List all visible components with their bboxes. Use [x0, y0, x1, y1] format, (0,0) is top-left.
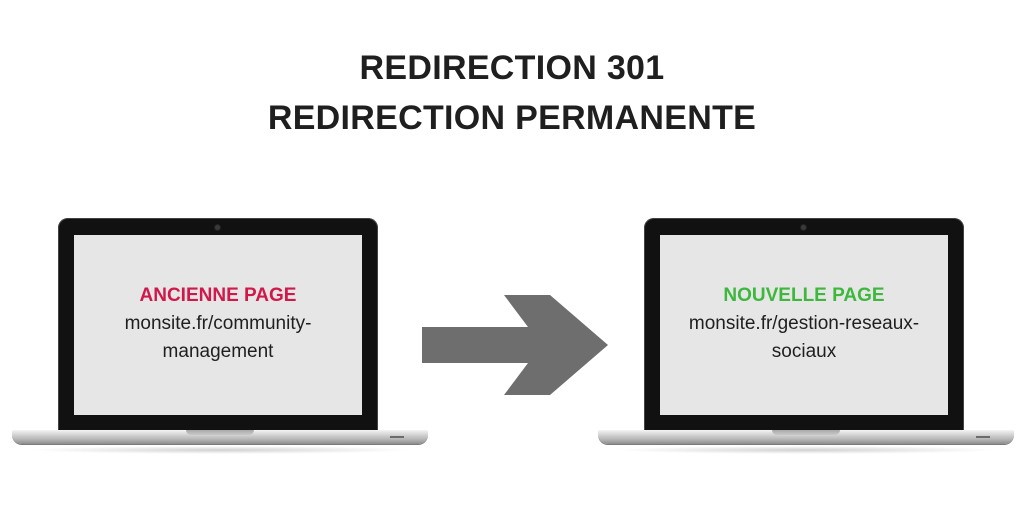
title-line-1: REDIRECTION 301 — [359, 49, 665, 87]
laptop-shadow — [614, 446, 998, 454]
old-page-url: monsite.fr/community-management — [124, 313, 312, 362]
webcam-icon — [215, 225, 220, 230]
old-page-label: ANCIENNE PAGE — [139, 285, 297, 306]
old-page-laptop: ANCIENNE PAGE monsite.fr/community-manag… — [12, 218, 428, 458]
laptop-notch — [186, 430, 254, 435]
new-page-url: monsite.fr/gestion-reseaux-sociaux — [688, 313, 920, 362]
new-page-laptop: NOUVELLE PAGE monsite.fr/gestion-reseaux… — [598, 218, 1014, 458]
laptop-indicator — [976, 436, 990, 438]
right-arrow-icon — [422, 295, 608, 395]
right-arrow-shape — [422, 295, 608, 395]
laptop-lid: ANCIENNE PAGE monsite.fr/community-manag… — [58, 218, 378, 432]
laptop-base — [598, 430, 1014, 444]
laptop-lid: NOUVELLE PAGE monsite.fr/gestion-reseaux… — [644, 218, 964, 432]
new-page-label: NOUVELLE PAGE — [723, 285, 885, 306]
webcam-icon — [801, 225, 806, 230]
laptop-shadow — [28, 446, 412, 454]
title-line-2: REDIRECTION PERMANENTE — [267, 99, 757, 137]
new-page-screen: NOUVELLE PAGE monsite.fr/gestion-reseaux… — [660, 235, 948, 415]
laptop-notch — [772, 430, 840, 435]
old-page-screen: ANCIENNE PAGE monsite.fr/community-manag… — [74, 235, 362, 415]
laptop-indicator — [390, 436, 404, 438]
laptop-base — [12, 430, 428, 444]
